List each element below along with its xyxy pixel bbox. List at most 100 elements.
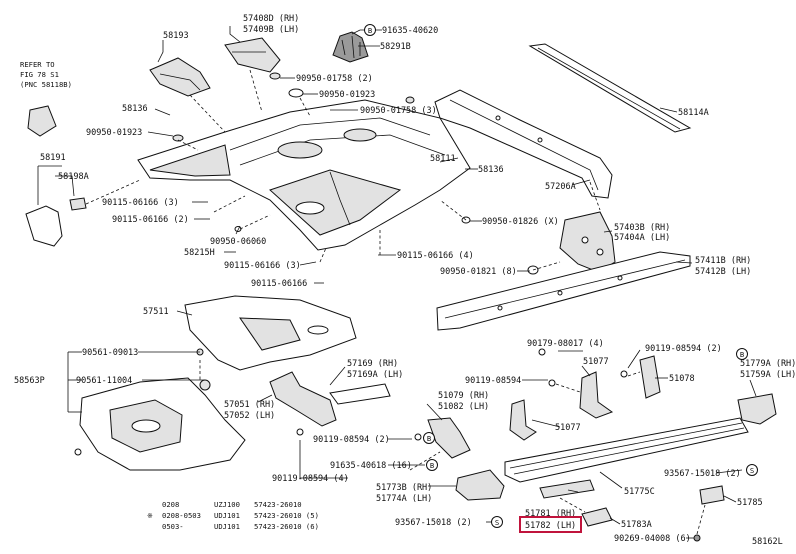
label-58114a: 58114A [678, 108, 709, 118]
end-piece-51779a [737, 393, 777, 425]
label-57411b: 57411B (RH) [695, 256, 751, 266]
label-58191: 58191 [40, 153, 66, 163]
circle-b-right: B [740, 350, 744, 359]
bracket-57408 [224, 37, 281, 73]
label-90950-06060: 90950-06060 [210, 237, 266, 247]
note-row3-model: UDJ101 [214, 522, 240, 531]
label-51775c: 51775C [624, 487, 655, 497]
circle-s-bottom: S [495, 518, 499, 527]
label-57051: 57051 (RH) [224, 400, 275, 410]
label-90115-06166-3b: 90115-06166 (3) [224, 261, 301, 271]
label-refer-1: REFER TO [20, 60, 55, 69]
label-51077-bottom: 51077 [555, 423, 581, 433]
label-91635-40618: 91635-40618 (16) [330, 461, 412, 471]
bracket-51079 [414, 417, 471, 459]
label-51783a: 51783A [621, 520, 652, 530]
label-93567-15018-right: 93567-15018 (2) [664, 469, 741, 479]
note-row2-mark: ※ [147, 511, 153, 520]
label-51082: 51082 (LH) [438, 402, 489, 412]
label-57169: 57169 (RH) [347, 359, 398, 369]
bracket-57403b [559, 211, 616, 273]
note-row1-part: 57423-26010 [254, 500, 302, 509]
label-91635-40620: 91635-40620 [382, 26, 438, 36]
rocker-57411b [436, 251, 691, 331]
label-90179-08017: 90179-08017 (4) [527, 339, 604, 349]
highlight-51782 [519, 516, 582, 533]
label-58198a: 58198A [58, 172, 89, 182]
label-90119-08594: 90119-08594 [465, 376, 521, 386]
bracket-58193 [149, 57, 211, 97]
label-58291b: 58291B [380, 42, 411, 52]
rear-floor-57511 [184, 295, 357, 371]
label-57169a: 57169A (LH) [347, 370, 403, 380]
label-51078: 51078 [669, 374, 695, 384]
bracket-57169 [329, 383, 391, 405]
pads-51781-51783 [539, 479, 725, 542]
label-refer-2: FIG 78 S1 [20, 70, 59, 79]
label-90119-08594-2b: 90119-08594 (2) [313, 435, 390, 445]
label-figure-number: 58162L [752, 537, 783, 547]
circle-s-right: S [750, 466, 754, 475]
label-57409b: 57409B (LH) [243, 25, 299, 35]
label-90115-06166-2: 90115-06166 (2) [112, 215, 189, 225]
left-bracket-58191 [25, 105, 87, 247]
plug-58291b [332, 31, 369, 63]
label-58563p: 58563P [14, 376, 45, 386]
label-58111: 58111 [430, 154, 456, 164]
label-58215h: 58215H [184, 248, 215, 258]
circle-b-top: B [368, 26, 372, 35]
label-90950-01821: 90950-01821 (8) [440, 267, 517, 277]
label-57404a: 57404A (LH) [614, 233, 670, 243]
cap-51773b [455, 469, 505, 501]
label-51774a: 51774A (LH) [376, 494, 432, 504]
bracket-51078 [620, 355, 661, 399]
main-floor-pan [137, 99, 471, 251]
label-51781: 51781 (RH) [525, 509, 576, 519]
note-row2-model: UDJ101 [214, 511, 240, 520]
side-member-57206a [434, 89, 613, 199]
part-labels: REFER TO FIG 78 S1 (PNC 58118B) 58193 57… [14, 14, 796, 547]
label-57412b: 57412B (LH) [695, 267, 751, 277]
label-90950-01758-3: 90950-01758 (3) [360, 106, 437, 116]
label-58136-right: 58136 [478, 165, 504, 175]
label-57408d: 57408D (RH) [243, 14, 299, 24]
label-51759a: 51759A (LH) [740, 370, 796, 380]
label-90950-01758-2: 90950-01758 (2) [296, 74, 373, 84]
label-51077-top: 51077 [583, 357, 609, 367]
leader-lines [37, 26, 757, 539]
circle-b-left: B [427, 434, 431, 443]
label-90115-06166-4: 90115-06166 (4) [397, 251, 474, 261]
running-step-51775c [504, 417, 749, 483]
note-row3-date: 0503- [162, 522, 184, 531]
rail-58114a [528, 43, 692, 133]
label-93567-15018-bottom: 93567-15018 (2) [395, 518, 472, 528]
label-58193: 58193 [163, 31, 189, 41]
circled-markers: B B B B S S [364, 24, 758, 528]
label-51079: 51079 (RH) [438, 391, 489, 401]
label-58136-left: 58136 [122, 104, 148, 114]
rear-pan-58563p [74, 348, 246, 471]
label-90950-01923-top: 90950-01923 [319, 90, 375, 100]
label-51779a: 51779A (RH) [740, 359, 796, 369]
label-90269-04008: 90269-04008 (6) [614, 534, 691, 544]
label-refer-3: (PNC 58118B) [20, 80, 72, 89]
note-row1-model: UZJ100 [214, 500, 240, 509]
label-90950-01923-left: 90950-01923 [86, 128, 142, 138]
label-57206a: 57206A [545, 182, 576, 192]
label-90119-08594-4: 90119-08594 (4) [272, 474, 349, 484]
label-90115-06166: 90115-06166 [251, 279, 307, 289]
label-57403b: 57403B (RH) [614, 223, 670, 233]
circle-b-mid: B [430, 461, 434, 470]
note-row2-date: 0208-0503 [162, 511, 201, 520]
label-90561-09013: 90561-09013 [82, 348, 138, 358]
brackets-51077 [509, 348, 614, 441]
label-51782: 51782 (LH) [525, 521, 576, 531]
label-90561-11004: 90561-11004 [76, 376, 132, 386]
note-row1-date: 0208 [162, 500, 179, 509]
label-51773b: 51773B (RH) [376, 483, 432, 493]
label-57052: 57052 (LH) [224, 411, 275, 421]
label-57511: 57511 [143, 307, 169, 317]
label-90115-06166-3a: 90115-06166 (3) [102, 198, 179, 208]
label-90119-08594-2a: 90119-08594 (2) [645, 344, 722, 354]
